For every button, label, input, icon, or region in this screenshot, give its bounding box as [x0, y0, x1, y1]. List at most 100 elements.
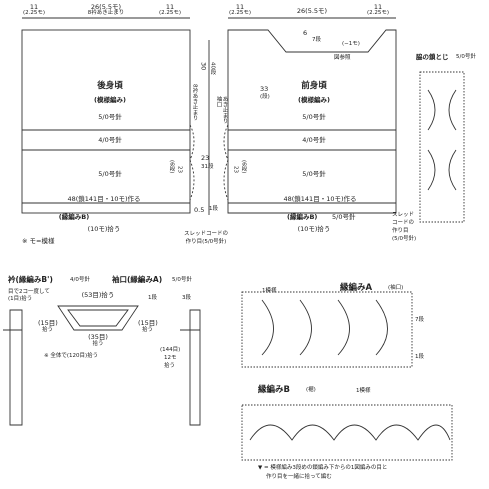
cuff-outer [57, 305, 139, 331]
collar-title: 衿(縁編みB') [8, 275, 53, 284]
front-needle-top: 5/0号針 [302, 113, 326, 121]
front-needle-bot: 5/0号針 [302, 170, 326, 178]
edge-a-mark: 7段 [415, 317, 424, 323]
back-dim-top-right-sub: (2.25モ) [158, 10, 182, 16]
cuff-inner [67, 309, 129, 327]
footnote-line1: ▼ = 模様編み3段めの鎖編み下からの1図編みの目と [258, 465, 388, 471]
front-cord: スレッド [392, 212, 415, 218]
back-dim-top-right: 11 [165, 3, 175, 11]
edge-b-scallops [249, 424, 451, 441]
front-neck-6: 6 [303, 29, 308, 37]
mid-v05: 0.5 [194, 206, 205, 214]
cuff-v-a: 1段 [148, 295, 157, 301]
back-pattern: (模様編み) [94, 96, 126, 104]
cuff-strip-right [189, 309, 201, 426]
front-dim-top-mid: 26(5.5モ) [296, 7, 328, 15]
front-title: 前身頃 [301, 81, 327, 91]
side-seam-needle: 5/0号針 [456, 54, 476, 60]
front-neck-ref: 図参照 [334, 55, 351, 61]
cuff-long: (144目) [160, 347, 181, 353]
front-needle-mid: 4/0号針 [302, 136, 326, 144]
cuff-right-sub: 拾う [142, 327, 154, 333]
cuff-long-b: 12モ [164, 355, 177, 361]
cuff-long-c: 拾う [164, 363, 176, 369]
mid-v-sleeve-b: あき止まり [221, 96, 228, 124]
front-v33: 33 [260, 85, 269, 93]
front-dim-top-left-sub: (2.25モ) [228, 10, 252, 16]
footnote-line2: 作り目を一緒に拾って編む [266, 474, 332, 480]
cuff-v-b: 3段 [182, 295, 191, 301]
mid-v30: 30 [199, 62, 208, 71]
front-cord-b: コードの [392, 220, 415, 226]
collar-note1: 目で2コ一度して [8, 289, 50, 295]
cuff-total: ※ 全体で(120目)拾う [44, 353, 99, 359]
edge-b-title: 縁編みB [258, 385, 290, 395]
front-neck-6-sub: 7段 [312, 37, 321, 43]
collar-needle: 4/0号針 [70, 277, 90, 283]
edge-a-scallops [261, 299, 388, 356]
front-neck-minus: (−1モ) [342, 41, 360, 47]
cuff-left-sub: 拾う [42, 327, 54, 333]
cuff-bottom-sub: 拾う [92, 341, 104, 347]
front-cord-c: 作り目 [392, 228, 409, 234]
front-edge-pick: (10モ)拾う [297, 225, 331, 233]
front-dim-top-right-sub: (2.25モ) [366, 10, 390, 16]
edge-a-sub: (袖口) [388, 285, 404, 291]
edge-a-mark2: 1段 [415, 354, 424, 360]
front-pattern: (模様編み) [298, 96, 330, 104]
edge-a-title: 縁編みA [340, 283, 373, 293]
mid-v-neck: 8衿あき止まり [191, 84, 198, 121]
mid-v30-sub: 40段 [209, 62, 216, 75]
edge-b-sub: (裾) [306, 387, 316, 393]
back-dim-top-left-sub: (2.25モ) [22, 10, 46, 16]
back-dim-top-mid-sub: 8衿あき止まり [87, 10, 125, 16]
mid-v23-sub: 31段 [201, 164, 214, 170]
side-dashes-right [223, 124, 229, 201]
side-dashes-left [189, 124, 195, 201]
side-seam-title: 脇の鎖とじ [416, 53, 449, 61]
front-body-outline [227, 29, 397, 214]
back-start: 48(鎖141目・10モ)作る [67, 195, 141, 203]
back-dim-top-left: 11 [29, 3, 39, 11]
edge-b-pattern: 1模様 [356, 388, 371, 394]
front-edge-needle: 5/0号針 [332, 213, 356, 221]
cuff-needle: 5/0号針 [172, 277, 192, 283]
back-title: 後身頃 [97, 81, 123, 91]
cuff-top: (53目)拾う [81, 291, 115, 299]
back-side-23-sub: (6段) [168, 160, 175, 174]
mid-cord-sub: 作り目(5/0号針) [185, 239, 227, 245]
front-cord-d: (5/0号針) [392, 236, 417, 242]
mid-v05-sub: 1段 [209, 206, 218, 212]
front-v33-sub: (段) [260, 94, 270, 100]
back-needle-mid: 4/0号針 [98, 136, 122, 144]
front-dim-top-left: 11 [235, 3, 245, 11]
back-needle-bot: 5/0号針 [98, 170, 122, 178]
back-note: ※ モ=模様 [22, 237, 55, 245]
mid-v23: 23 [201, 154, 210, 162]
front-start: 48(鎖141目・10モ)作る [283, 195, 357, 203]
front-edge: (縁編みB) [287, 213, 318, 221]
front-side-23-sub: (6段) [240, 160, 247, 174]
edge-b-chart [241, 404, 453, 461]
back-needle-top: 5/0号針 [98, 113, 122, 121]
side-seam-chart [419, 71, 465, 223]
back-body-outline [21, 29, 191, 214]
side-seam-arcs [427, 89, 457, 191]
cuff-right: (15目) [138, 319, 158, 327]
cuff-bottom: (35目) [88, 333, 108, 341]
mid-cord: スレッドコードの [183, 231, 229, 237]
back-dim-top-mid: 26(5.5モ) [90, 3, 122, 11]
edge-a-pattern: 1模様 [262, 288, 277, 294]
back-edge: (縁編みB) [58, 213, 90, 221]
front-side-23: 23 [232, 166, 239, 173]
front-dim-top-right: 11 [373, 3, 383, 11]
edge-a-chart [241, 291, 413, 368]
collar-strip-left [9, 309, 23, 426]
back-side-23: 23 [176, 166, 183, 173]
cuff-title: 袖口(縁編みA) [112, 275, 163, 284]
back-edge-pick: (10モ)拾う [87, 225, 121, 233]
collar-note2: (1目)拾う [8, 296, 33, 302]
cuff-left: (15目) [38, 319, 58, 327]
mid-v-sleeve-a: 袖口 [215, 96, 222, 107]
